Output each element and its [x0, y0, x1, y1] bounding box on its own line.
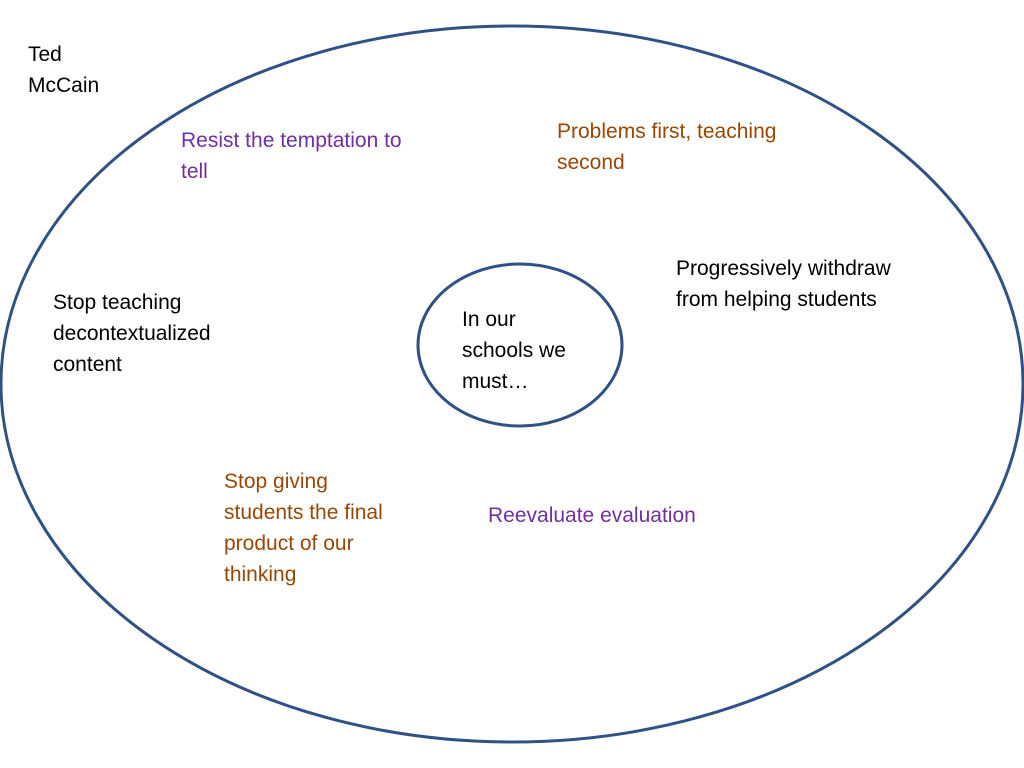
item-problems-first: Problems first, teaching second [557, 120, 777, 174]
item-progressively-withdraw: Progressively withdraw from helping stud… [676, 257, 891, 311]
item-resist-temptation: Resist the temptation to tell [181, 129, 402, 183]
inner-circle [416, 262, 624, 428]
outer-ellipse [0, 24, 1024, 744]
item-stop-decontextualized: Stop teaching decontextualized content [53, 291, 211, 376]
center-label: In our schools we must… [462, 308, 566, 393]
item-reevaluate-evaluation: Reevaluate evaluation [488, 504, 696, 527]
item-stop-final-product: Stop giving students the final product o… [224, 470, 383, 586]
author-label: Ted McCain [28, 43, 100, 97]
